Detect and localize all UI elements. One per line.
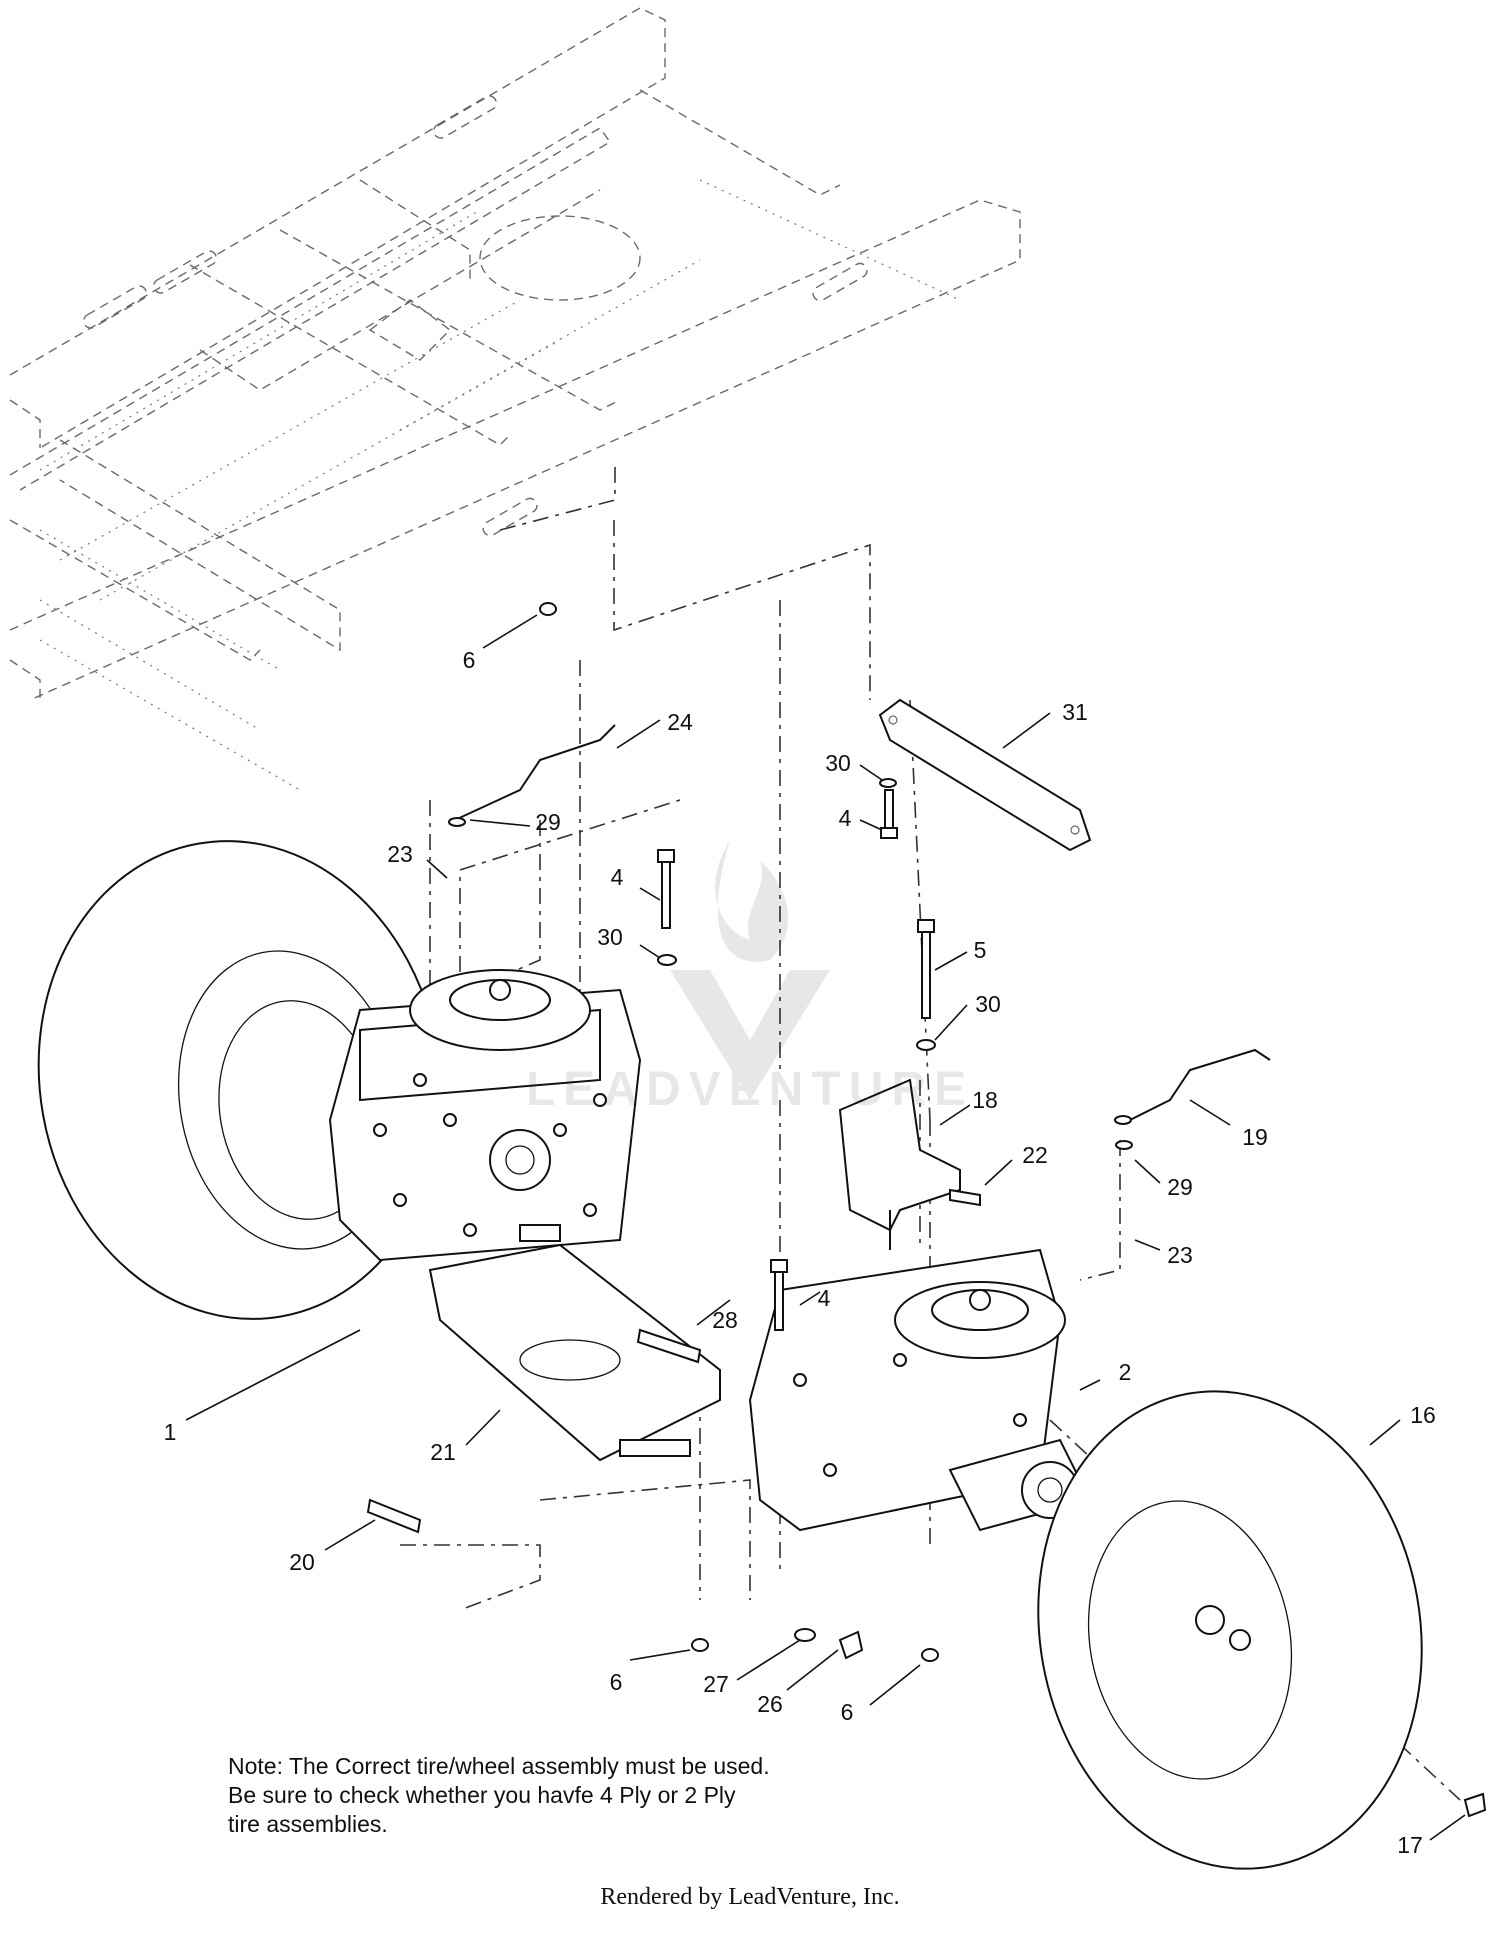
callout-24: 24 <box>667 709 693 735</box>
callout-2: 2 <box>1119 1359 1132 1385</box>
mount-bracket <box>428 1224 721 1462</box>
callout-17: 17 <box>1397 1832 1423 1858</box>
right-transmission <box>748 1248 1092 1532</box>
rendered-by-footer: Rendered by LeadVenture, Inc. <box>600 1884 900 1910</box>
callout-30-right: 30 <box>975 991 1001 1017</box>
bracket-31 <box>878 698 1092 852</box>
callout-22: 22 <box>1022 1142 1048 1168</box>
note-line-1: Note: The Correct tire/wheel assembly mu… <box>228 1753 770 1779</box>
watermark-logo: LEADVENTURE <box>526 840 974 1116</box>
callout-29-left: 29 <box>535 809 561 835</box>
leader-lines <box>185 614 1466 1841</box>
callout-23-left: 23 <box>387 841 413 867</box>
callout-16: 16 <box>1410 1402 1436 1428</box>
watermark-text: LEADVENTURE <box>526 1063 974 1116</box>
callouts: 6 24 31 30 4 29 23 4 30 5 30 18 22 19 29… <box>164 647 1436 1858</box>
callout-6-top: 6 <box>463 647 476 673</box>
hardware <box>366 602 1487 1818</box>
callout-5: 5 <box>974 937 987 963</box>
note-line-2: Be sure to check whether you havfe 4 Ply… <box>228 1782 736 1808</box>
bracket-18 <box>838 1078 961 1250</box>
callout-27: 27 <box>703 1671 729 1697</box>
note-line-3: tire assemblies. <box>228 1811 388 1837</box>
left-transmission <box>328 969 642 1262</box>
callout-6-bottom-left: 6 <box>610 1669 623 1695</box>
assembly-note: Note: The Correct tire/wheel assembly mu… <box>228 1752 928 1839</box>
callout-4-upper: 4 <box>839 805 852 831</box>
callout-30-left: 30 <box>597 924 623 950</box>
callout-29-right: 29 <box>1167 1174 1193 1200</box>
left-transmission-bolts <box>373 1073 607 1237</box>
rods <box>454 724 1271 1121</box>
callout-26: 26 <box>757 1691 783 1717</box>
callout-31: 31 <box>1062 699 1088 725</box>
right-tire <box>1037 1390 1423 1870</box>
callout-20: 20 <box>289 1549 315 1575</box>
callout-21: 21 <box>430 1439 456 1465</box>
callout-28: 28 <box>712 1307 738 1333</box>
callout-30-upper: 30 <box>825 750 851 776</box>
callout-19: 19 <box>1242 1124 1268 1150</box>
callout-23-right: 23 <box>1167 1242 1193 1268</box>
chassis-frame <box>9 7 1021 791</box>
callout-18: 18 <box>972 1087 998 1113</box>
callout-4-left: 4 <box>611 864 624 890</box>
callout-4-center: 4 <box>818 1285 831 1311</box>
callout-1: 1 <box>164 1419 177 1445</box>
callout-6-bottom-right: 6 <box>841 1699 854 1725</box>
